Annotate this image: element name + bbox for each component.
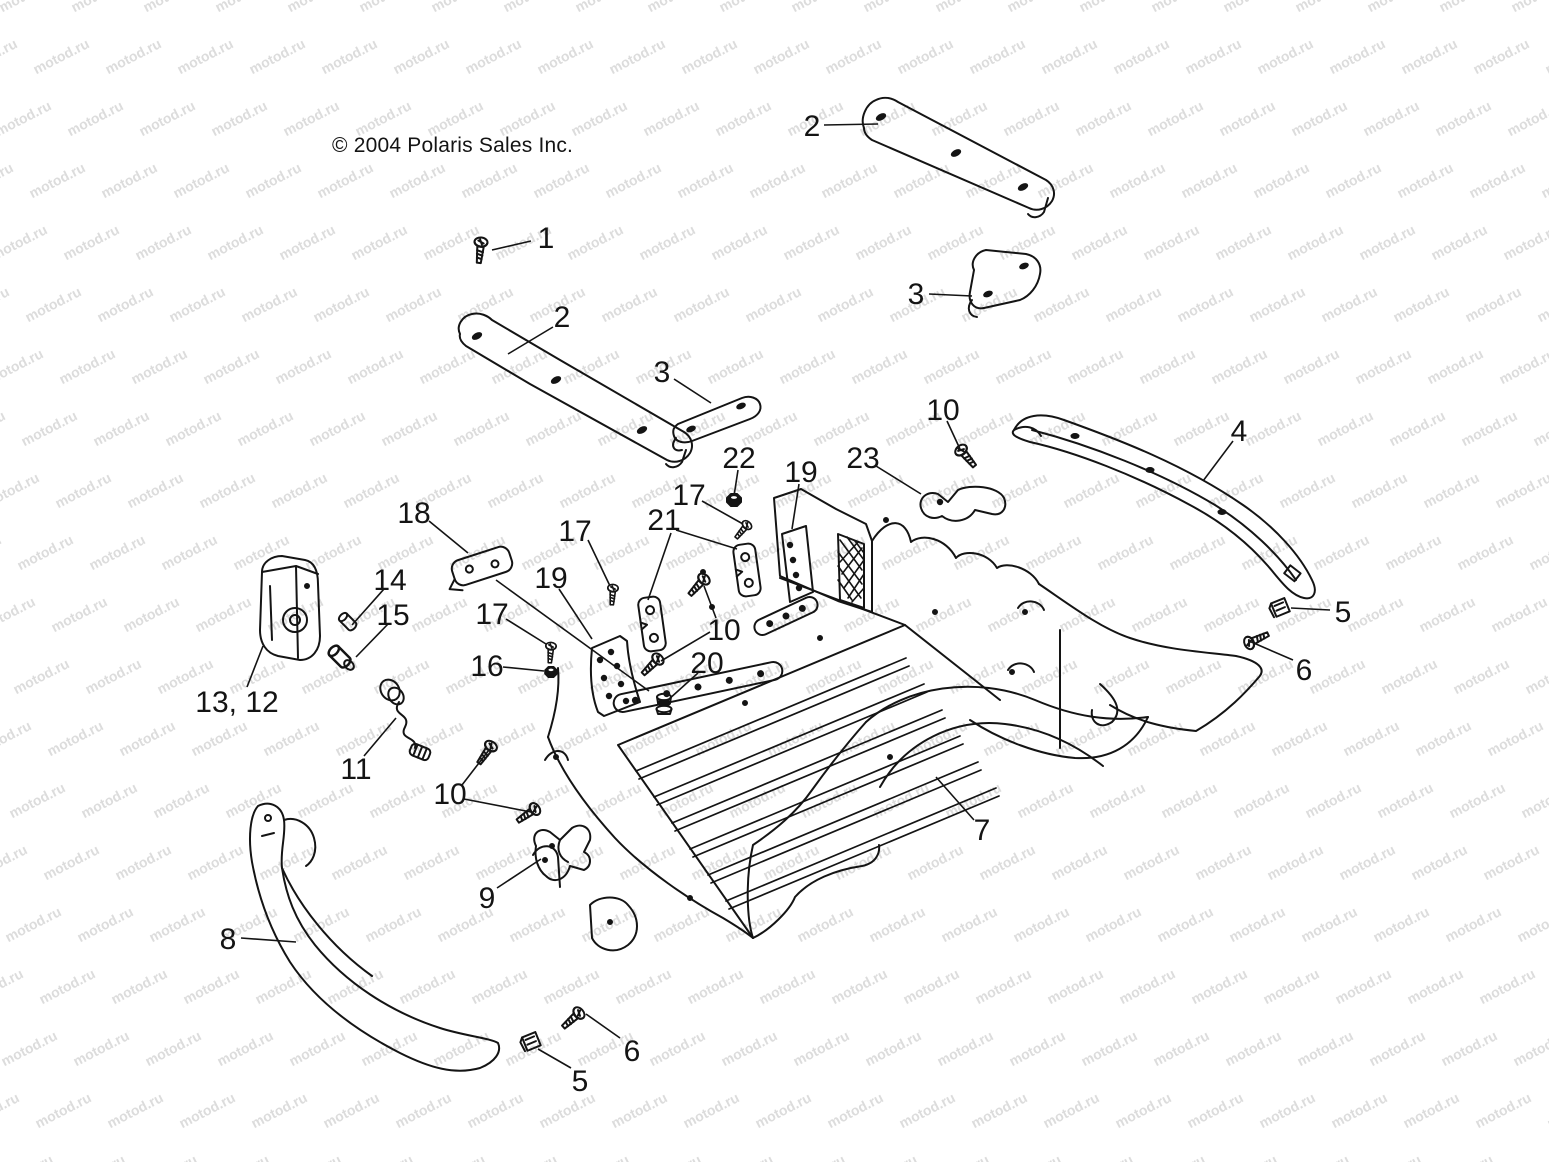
part-18-plate [448,545,514,592]
leader-line-17-b [587,539,611,587]
leader-line-21 [647,532,672,601]
leader-line-2-top [823,123,879,126]
callout-5-bottom: 5 [572,1065,589,1098]
part-3-brace-middle [672,395,762,452]
leader-line-16 [502,666,545,672]
callout-9: 9 [479,882,496,915]
copyright-text: © 2004 Polaris Sales Inc. [332,134,574,157]
part-15-bulb [325,642,355,671]
leader-line-6-right [1248,640,1294,661]
leader-line-20 [667,672,699,701]
callout-17-c: 17 [475,598,508,631]
leader-line-3-mid [673,378,712,404]
leader-line-21 [675,529,738,550]
leader-line-22 [733,469,739,497]
callout-15: 15 [376,599,409,632]
part-1-screw [471,235,489,265]
part-10-screw-top [952,441,981,472]
leader-line-10-low [463,798,532,813]
callout-5-right: 5 [1335,596,1352,629]
callout-4: 4 [1231,415,1248,448]
part-4-rear-rail [1011,414,1316,600]
part-17-screw-a [731,518,755,543]
leader-line-18 [428,520,469,554]
leader-line-17-c [505,618,547,645]
callout-2-top: 2 [804,110,821,143]
part-7-rear-body [532,488,1263,952]
leader-line-18 [495,579,650,692]
callout-17-a: 17 [672,479,705,512]
callout-13-12: 13, 12 [195,686,278,719]
part-13-12-taillight [259,555,321,661]
leader-line-1 [491,240,532,251]
part-6-screw-bottom [558,1004,588,1033]
leader-line-2-left [507,326,554,355]
callout-18: 18 [397,497,430,530]
leader-line-14 [351,588,385,626]
part-5-clip-bottom [518,1030,543,1053]
part-16-nut [544,666,558,678]
leader-line-5-bottom [537,1048,572,1069]
callout-10-low: 10 [433,778,466,811]
callout-14: 14 [373,564,406,597]
part-9-bracket [533,824,592,882]
callout-17-b: 17 [558,515,591,548]
part-8-left-rail [249,802,500,1072]
leader-line-10-low [461,749,490,786]
leader-line-19-right [791,483,800,530]
callout-8: 8 [220,923,237,956]
callout-6-bottom: 6 [624,1035,641,1068]
part-5-clip-right [1267,596,1292,619]
leader-line-10-top [946,420,961,450]
part-21-bracket-right [732,542,762,598]
callout-22: 22 [722,442,755,475]
callout-6-right: 6 [1296,654,1313,687]
callout-2-left: 2 [554,301,571,334]
leader-line-8 [240,937,297,943]
part-10-screw-mid-lower [637,650,667,680]
callout-23: 23 [846,442,879,475]
leader-line-3-top [928,293,973,297]
part-19-bracket-left [589,635,784,717]
callout-7: 7 [974,814,991,847]
part-21-bracket-left [637,595,667,653]
callout-16: 16 [470,650,503,683]
callout-3-mid: 3 [654,356,671,389]
callout-20: 20 [690,647,723,680]
leader-line-23 [875,465,922,495]
leader-line-5-right [1290,607,1331,611]
leader-line-9 [496,858,542,889]
leader-line-13-12 [246,645,264,688]
callout-1: 1 [538,222,555,255]
leader-line-10-mid [660,631,711,662]
part-11-bulb-socket-harness [379,678,432,762]
part-10-screw-low-b [513,800,544,828]
leader-line-17-a [701,500,744,525]
leader-line-19-left [558,588,593,640]
callout-10-mid: 10 [707,614,740,647]
part-6-screw-right [1241,627,1272,652]
callout-19-right: 19 [784,456,817,489]
leader-line-7 [935,776,975,821]
leader-line-6-bottom [585,1013,621,1039]
part-2-brace-top-right [861,96,1055,219]
part-17-screw-b [605,583,620,606]
part-2-brace-left [457,312,693,469]
callout-10-top: 10 [926,394,959,427]
part-19-bracket-right [753,525,819,636]
part-23-bracket [919,485,1007,522]
callout-3-top: 3 [908,278,925,311]
leader-line-11 [363,717,397,757]
callout-11: 11 [340,753,371,786]
part-17-screw-c [543,641,558,664]
callout-21: 21 [647,504,680,537]
leader-line-4 [1202,440,1234,482]
part-20-rivet [655,692,673,715]
part-3-brace-top-right [967,249,1042,318]
leader-line-10-mid [703,585,717,619]
callout-19-left: 19 [534,562,567,595]
leader-line-15 [355,623,389,658]
